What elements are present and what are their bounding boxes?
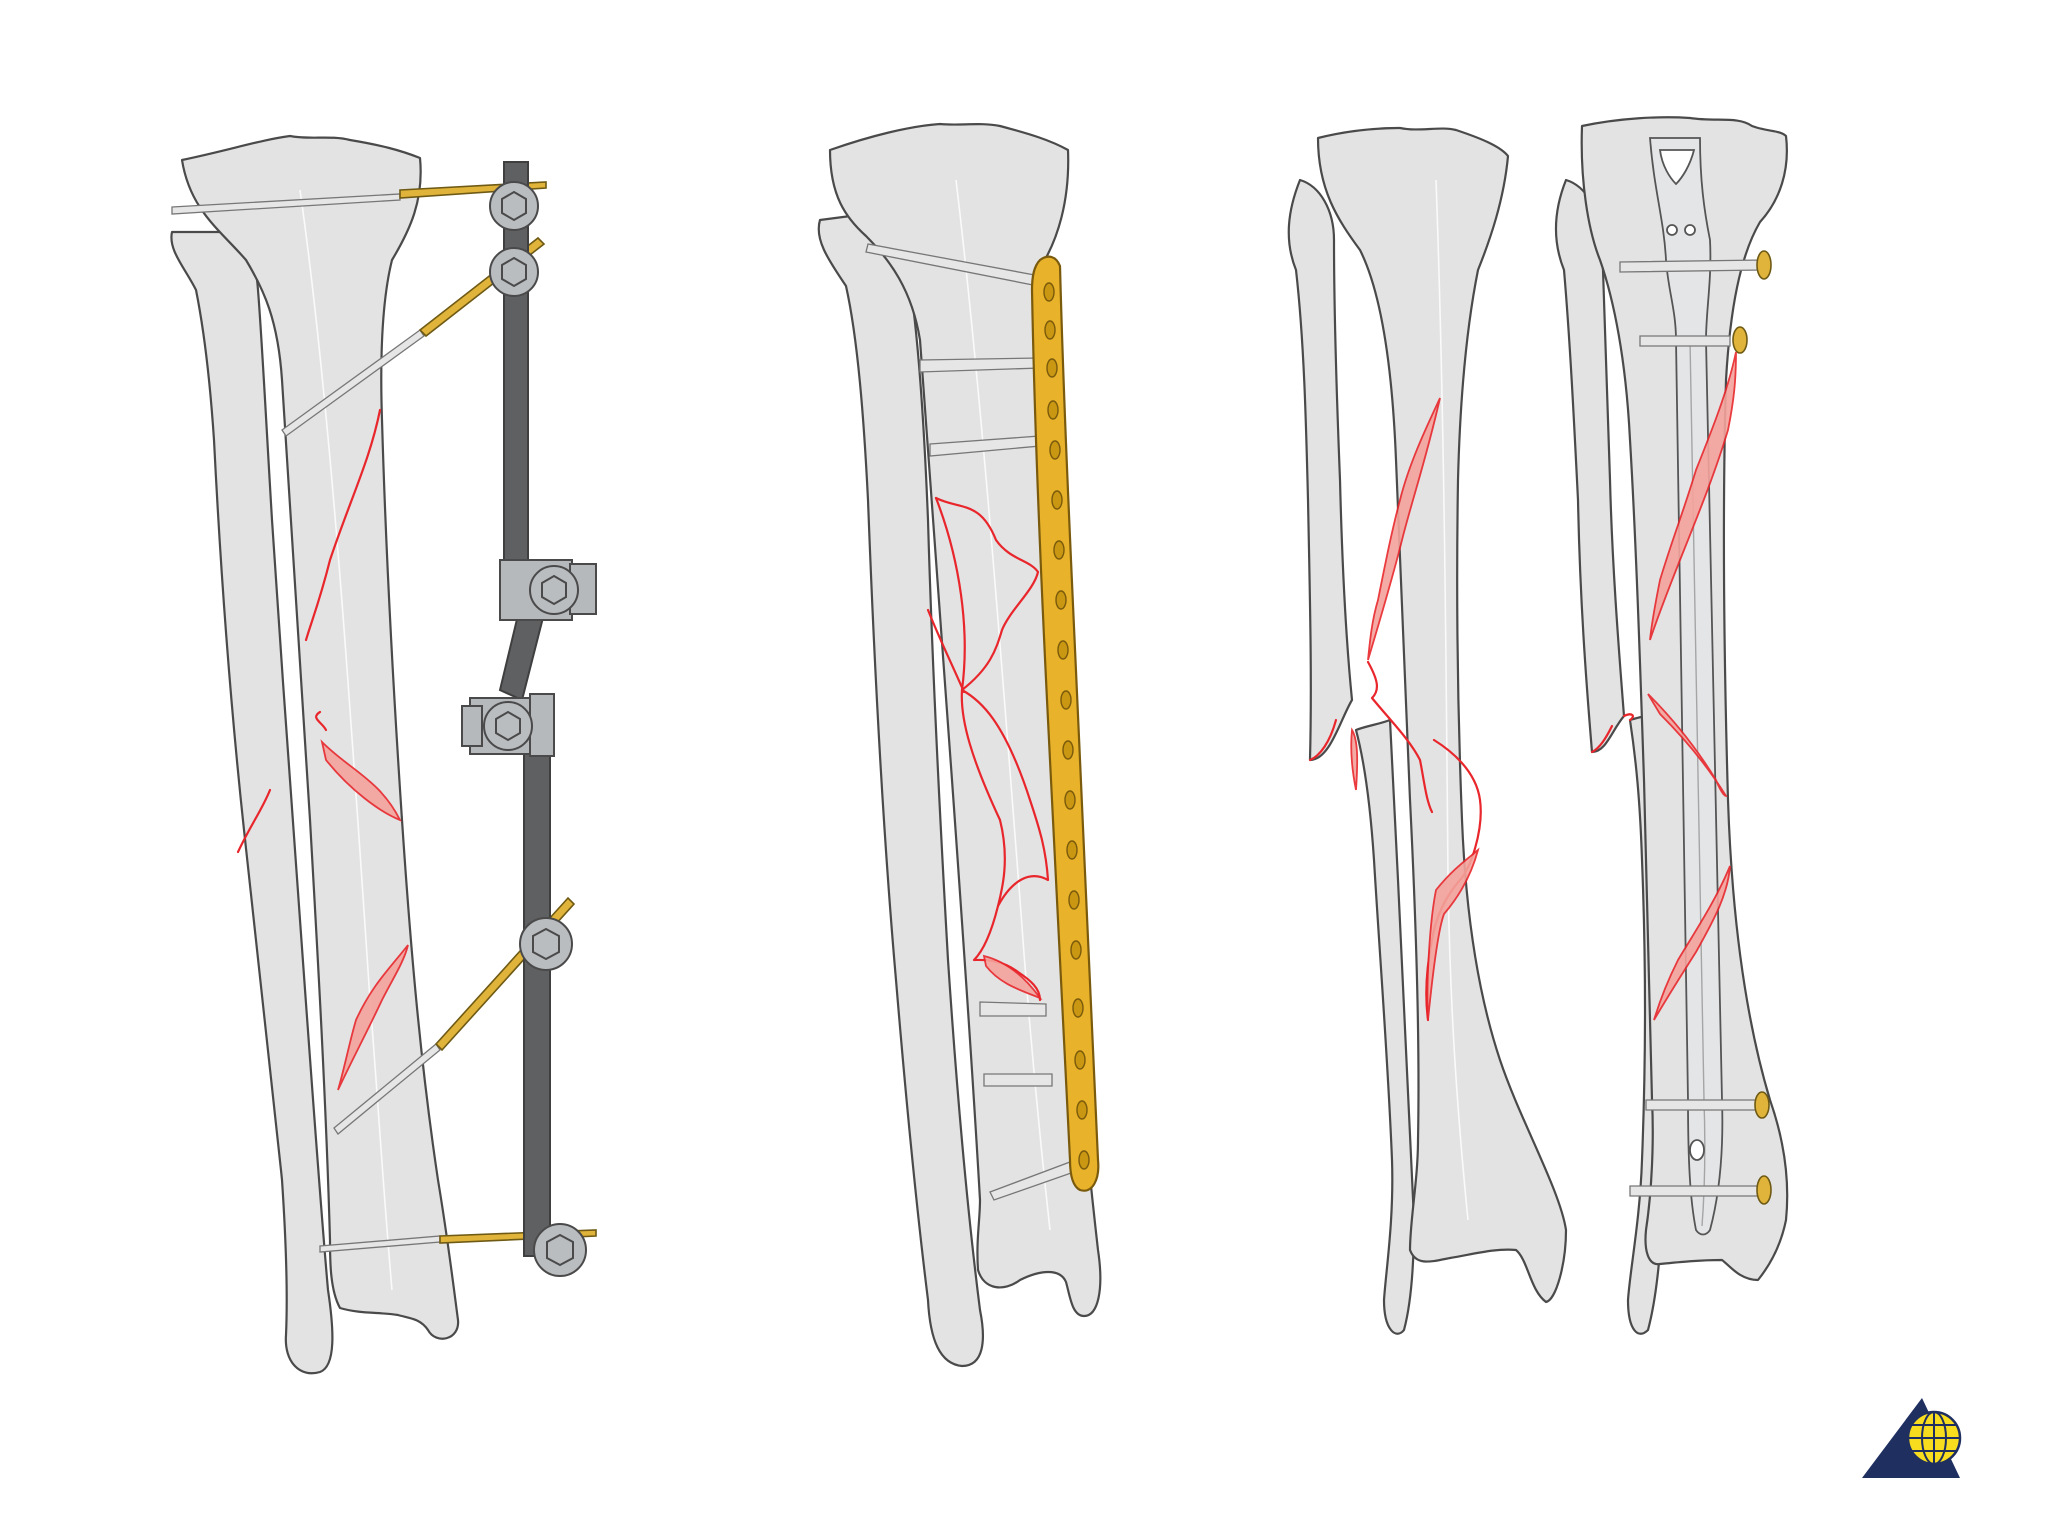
ao-foundation-logo-icon	[1862, 1398, 1962, 1478]
panel-fracture-unfixed	[1287, 126, 1568, 1335]
plate-holes	[1043, 282, 1090, 1170]
panel-plate-fixation	[817, 122, 1102, 1368]
locking-screws	[1619, 250, 1772, 1205]
fibula-bone-proximal	[1287, 178, 1354, 762]
tibia-bone	[180, 134, 460, 1340]
fracture-fragment	[1367, 397, 1441, 661]
fracture-line	[1647, 693, 1728, 797]
fixator-nuts	[483, 181, 587, 1277]
fibula-bone-distal	[1354, 718, 1416, 1335]
fracture-line	[934, 496, 1050, 1002]
panel-external-fixator	[170, 134, 597, 1375]
fixator-rods	[498, 161, 551, 1257]
bone-plate	[1030, 255, 1100, 1192]
fracture-fragment	[1649, 351, 1737, 641]
tibia-bone	[1316, 126, 1568, 1304]
fibula-bone	[170, 230, 334, 1375]
plate-screws	[865, 243, 1075, 1201]
fracture-line	[304, 408, 382, 642]
panel-intramedullary-nail	[1554, 116, 1789, 1335]
fracture-fragment	[320, 739, 402, 822]
fibula-bone-proximal	[1554, 178, 1626, 754]
fibula-bone	[817, 212, 984, 1368]
